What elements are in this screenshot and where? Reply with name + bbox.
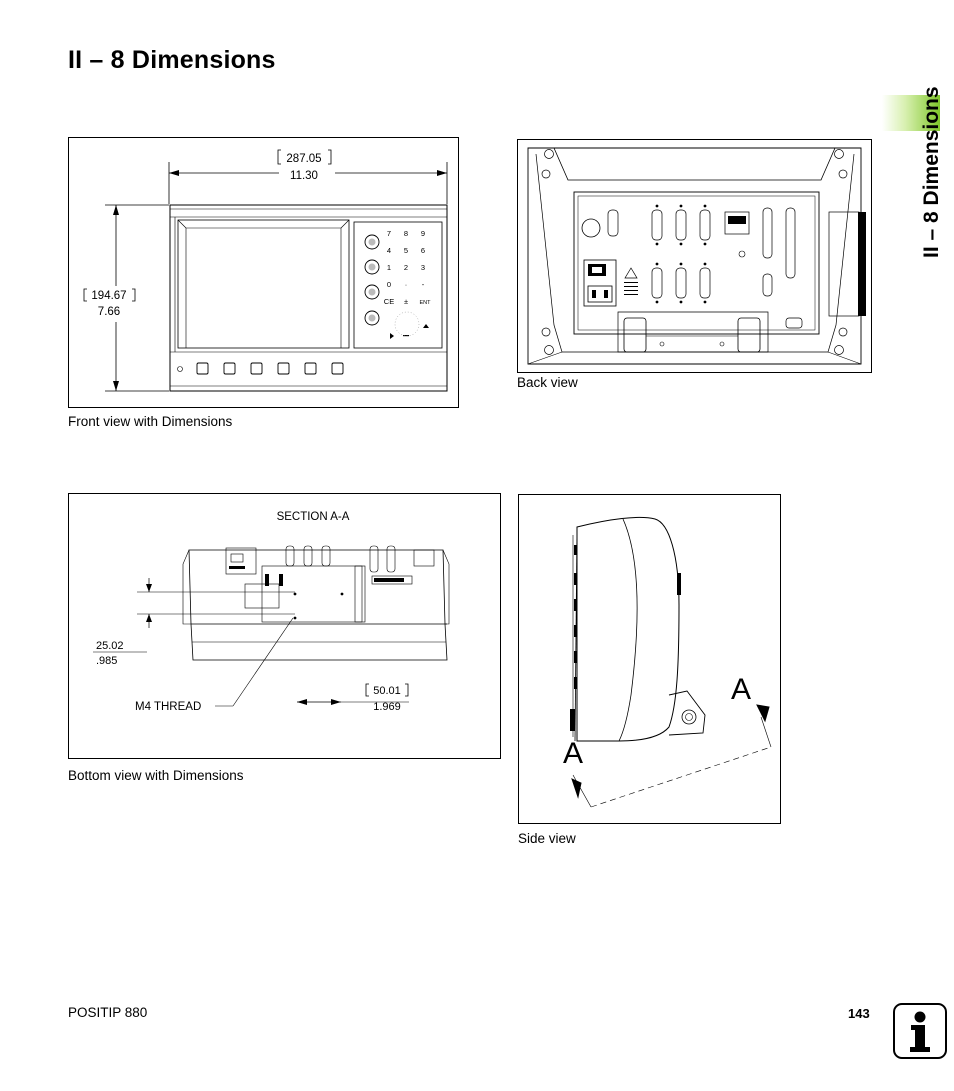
dim2-in: 1.969: [373, 701, 401, 713]
key-4: 4: [387, 246, 391, 255]
key-5: 5: [404, 246, 408, 255]
dim1-mm: 25.02: [96, 640, 124, 652]
key-8: 8: [404, 229, 408, 238]
back-view-caption: Back view: [517, 375, 578, 390]
chapter-tab: [882, 95, 940, 131]
front-view-drawing: 287.05 11.30 194.67 7.66: [83, 149, 448, 392]
key-6: 6: [421, 246, 425, 255]
section-marker-a-right: A: [731, 673, 751, 706]
thread-label: M4 THREAD: [135, 701, 201, 713]
key-dot: ·: [405, 280, 408, 289]
page-number: 143: [848, 1006, 870, 1021]
front-height-in: 7.66: [98, 306, 120, 318]
key-7: 7: [387, 229, 391, 238]
front-view-caption: Front view with Dimensions: [68, 414, 233, 429]
info-icon: [893, 1003, 947, 1059]
key-2: 2: [404, 263, 408, 272]
page-title: II – 8 Dimensions: [68, 46, 276, 74]
bottom-view-drawing: SECTION A-A: [93, 511, 450, 713]
chapter-side-title: II – 8 Dimensions: [892, 48, 943, 268]
dim2-mm: 50.01: [373, 685, 401, 697]
bottom-view-caption: Bottom view with Dimensions: [68, 768, 244, 783]
key-1: 1: [387, 263, 391, 272]
section-marker-a-left: A: [563, 737, 583, 770]
side-view-figure: A A: [518, 494, 781, 824]
front-width-mm: 287.05: [286, 153, 321, 165]
front-width-in: 11.30: [290, 170, 318, 182]
side-view-caption: Side view: [518, 831, 576, 846]
section-label: SECTION A-A: [277, 511, 350, 523]
dim1-in: .985: [96, 655, 117, 667]
key-ce: CE: [384, 297, 394, 306]
key-3: 3: [421, 263, 425, 272]
key-ent: ENT: [420, 300, 432, 306]
back-view-drawing: [527, 147, 866, 365]
key-plusminus: ±: [404, 297, 408, 306]
bottom-view-figure: SECTION A-A: [68, 493, 501, 759]
back-view-figure: [517, 139, 872, 373]
side-view-drawing: A A: [563, 516, 772, 808]
key-9: 9: [421, 229, 425, 238]
front-height-mm: 194.67: [91, 290, 126, 302]
key-minus: -: [422, 280, 425, 289]
chapter-side-title-text: II – 8 Dimensions: [920, 86, 943, 258]
key-0: 0: [387, 280, 391, 289]
front-view-figure: 287.05 11.30 194.67 7.66: [68, 137, 459, 408]
footer-product-name: POSITIP 880: [68, 1005, 148, 1020]
